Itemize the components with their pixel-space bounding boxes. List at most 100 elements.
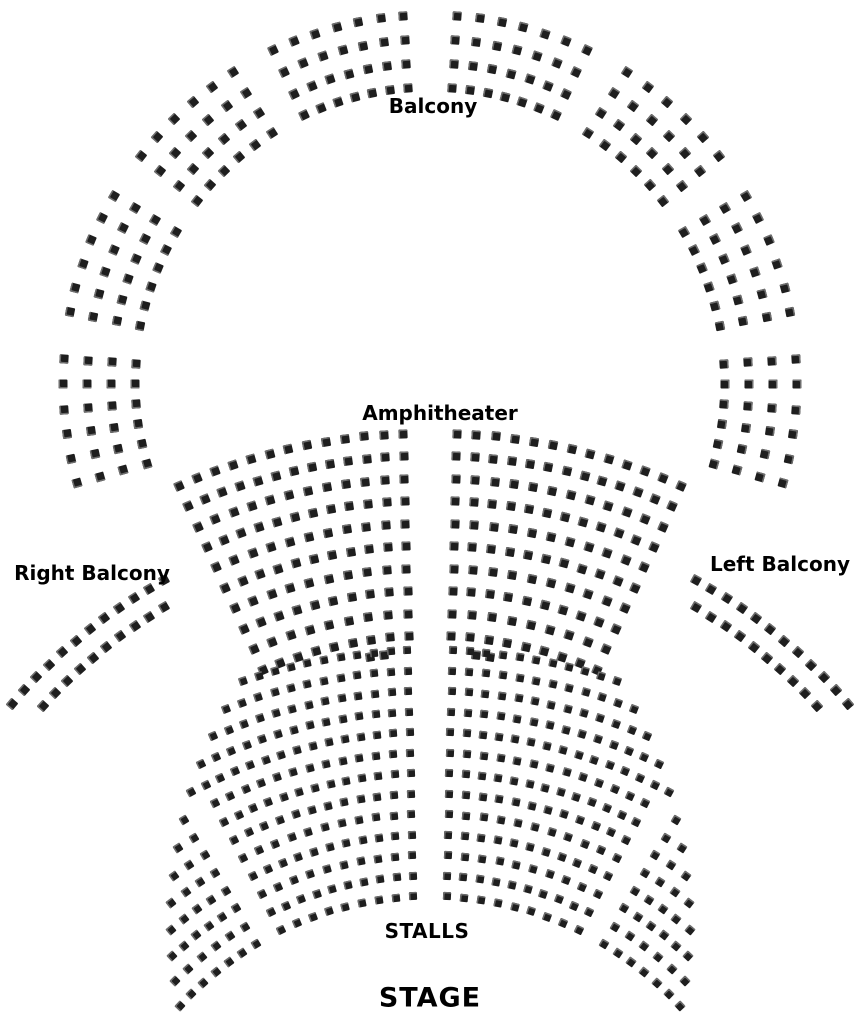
- seat[interactable]: [405, 728, 414, 737]
- seat[interactable]: [254, 713, 266, 724]
- seat[interactable]: [675, 479, 688, 492]
- seat[interactable]: [634, 772, 646, 784]
- seat[interactable]: [662, 988, 675, 1000]
- seat[interactable]: [207, 730, 219, 742]
- seat[interactable]: [277, 857, 288, 868]
- seat[interactable]: [528, 717, 539, 727]
- seat[interactable]: [596, 670, 607, 681]
- seat[interactable]: [682, 897, 695, 909]
- seat[interactable]: [297, 57, 309, 70]
- seat[interactable]: [340, 433, 351, 444]
- seat[interactable]: [402, 586, 413, 596]
- seat[interactable]: [643, 178, 657, 192]
- seat[interactable]: [545, 531, 557, 543]
- seat[interactable]: [335, 652, 346, 662]
- seat[interactable]: [499, 91, 511, 103]
- seat[interactable]: [288, 875, 300, 886]
- seat[interactable]: [525, 619, 537, 630]
- seat[interactable]: [252, 106, 266, 120]
- seat[interactable]: [287, 703, 298, 714]
- seat[interactable]: [677, 225, 691, 239]
- seat[interactable]: [359, 431, 370, 442]
- seat[interactable]: [241, 739, 252, 750]
- seat[interactable]: [217, 164, 231, 177]
- seat[interactable]: [586, 797, 597, 808]
- seat[interactable]: [314, 102, 327, 114]
- seat[interactable]: [546, 827, 557, 837]
- seat[interactable]: [580, 666, 591, 676]
- seat[interactable]: [269, 687, 280, 698]
- seat[interactable]: [245, 760, 256, 771]
- seat[interactable]: [142, 610, 156, 623]
- seat[interactable]: [737, 316, 749, 327]
- seat[interactable]: [563, 832, 574, 843]
- seat[interactable]: [511, 860, 522, 870]
- seat[interactable]: [448, 541, 459, 551]
- seat[interactable]: [239, 921, 251, 933]
- seat[interactable]: [761, 311, 772, 323]
- seat[interactable]: [459, 893, 469, 903]
- seat[interactable]: [223, 956, 235, 968]
- seat[interactable]: [578, 708, 589, 719]
- seat[interactable]: [373, 771, 383, 781]
- seat[interactable]: [511, 44, 523, 56]
- seat[interactable]: [405, 748, 414, 758]
- seat[interactable]: [290, 557, 302, 569]
- seat[interactable]: [520, 641, 532, 652]
- seat[interactable]: [298, 109, 311, 122]
- seat[interactable]: [628, 703, 639, 714]
- seat[interactable]: [646, 146, 659, 160]
- seat[interactable]: [446, 631, 457, 641]
- seat[interactable]: [237, 697, 248, 708]
- seat[interactable]: [85, 234, 98, 247]
- seat[interactable]: [658, 929, 670, 942]
- seat[interactable]: [509, 775, 519, 786]
- seat[interactable]: [82, 356, 93, 366]
- seat[interactable]: [488, 453, 499, 464]
- seat[interactable]: [305, 79, 318, 92]
- seat[interactable]: [526, 527, 538, 539]
- seat[interactable]: [272, 881, 284, 892]
- seat[interactable]: [229, 766, 241, 777]
- seat[interactable]: [253, 844, 265, 856]
- seat[interactable]: [777, 477, 789, 489]
- seat[interactable]: [480, 689, 490, 699]
- seat[interactable]: [341, 478, 352, 490]
- seat[interactable]: [461, 770, 470, 779]
- seat[interactable]: [767, 356, 778, 366]
- seat[interactable]: [347, 637, 358, 648]
- seat[interactable]: [302, 658, 313, 668]
- seat[interactable]: [561, 724, 571, 735]
- seat[interactable]: [335, 673, 346, 683]
- seat[interactable]: [322, 527, 334, 539]
- seat[interactable]: [169, 225, 183, 239]
- seat[interactable]: [709, 232, 722, 246]
- seat[interactable]: [494, 794, 504, 804]
- seat[interactable]: [406, 789, 415, 799]
- seat[interactable]: [253, 521, 265, 533]
- seat[interactable]: [680, 870, 692, 882]
- seat[interactable]: [510, 734, 521, 744]
- seat[interactable]: [269, 470, 282, 482]
- seat[interactable]: [214, 772, 226, 784]
- seat[interactable]: [289, 724, 299, 735]
- seat[interactable]: [343, 67, 355, 80]
- seat[interactable]: [399, 473, 409, 484]
- seat[interactable]: [481, 668, 491, 678]
- seat[interactable]: [229, 602, 241, 615]
- seat[interactable]: [558, 557, 570, 569]
- seat[interactable]: [609, 783, 620, 795]
- seat[interactable]: [285, 683, 296, 693]
- seat[interactable]: [276, 749, 287, 760]
- seat[interactable]: [288, 35, 300, 47]
- seat[interactable]: [641, 730, 653, 742]
- seat[interactable]: [447, 586, 458, 596]
- seat[interactable]: [206, 80, 219, 93]
- seat[interactable]: [523, 504, 535, 515]
- seat[interactable]: [739, 189, 753, 202]
- seat[interactable]: [726, 273, 738, 285]
- seat[interactable]: [493, 773, 503, 783]
- seat[interactable]: [663, 786, 675, 798]
- seat[interactable]: [524, 73, 536, 85]
- seat[interactable]: [448, 563, 459, 574]
